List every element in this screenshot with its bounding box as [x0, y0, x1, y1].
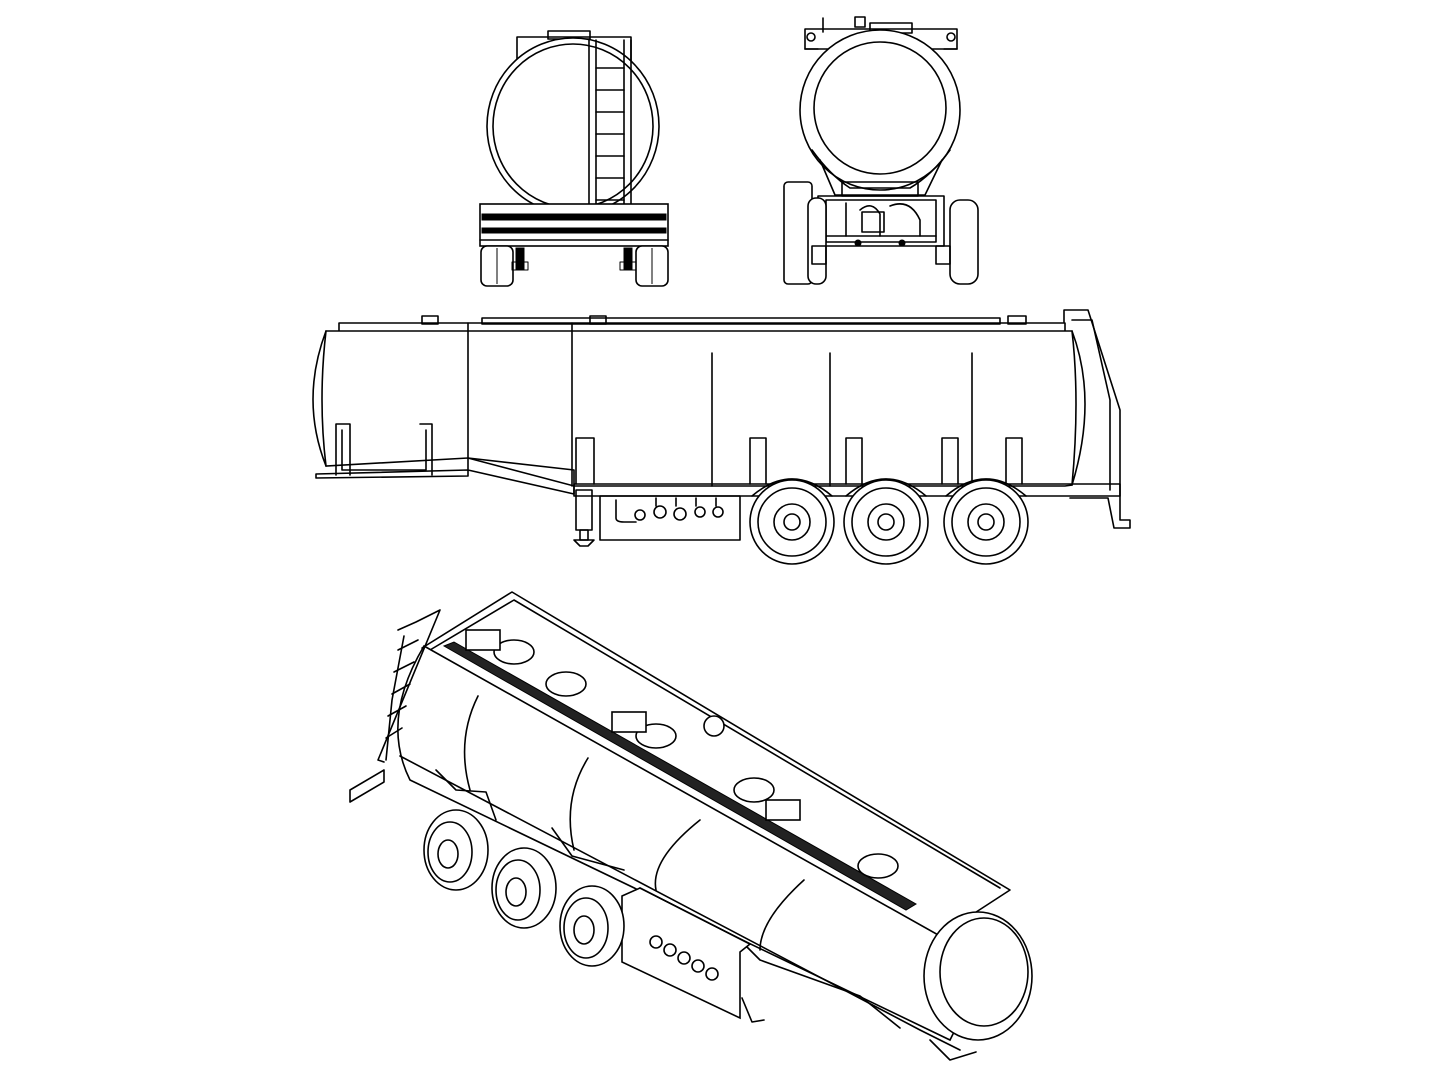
rear-bumper: [479, 203, 669, 247]
landing-gear: [573, 489, 741, 547]
rear-ladder: [588, 39, 632, 208]
rear-view: [479, 30, 669, 287]
iso-wheels: [423, 809, 625, 967]
side-view: [312, 309, 1131, 565]
iso-ladder: [377, 609, 441, 763]
discharge-valves: [615, 497, 724, 523]
front-view: [783, 16, 979, 285]
iso-manholes: [465, 629, 899, 879]
isometric-view: [349, 591, 1033, 1061]
iso-valve-box: [621, 887, 752, 1020]
iso-end-cap: [923, 911, 1033, 1041]
iso-walkway: [442, 641, 917, 911]
side-wheels: [749, 478, 1029, 565]
